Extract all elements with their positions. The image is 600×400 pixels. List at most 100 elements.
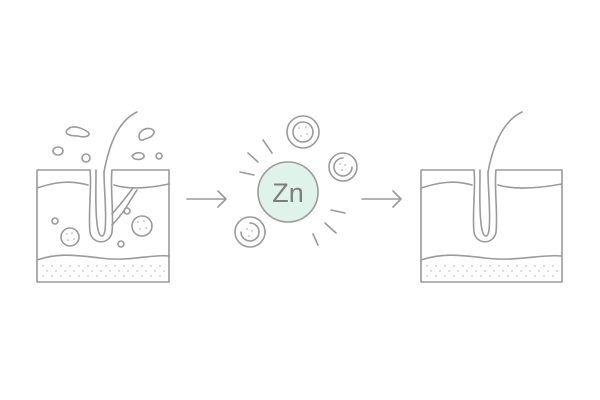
stipple-dot: [448, 270, 450, 272]
stipple-dot: [60, 275, 62, 277]
stipple-dot: [78, 265, 80, 267]
stipple-dot: [516, 275, 518, 277]
stipple-dot: [69, 265, 71, 267]
stipple-dot: [462, 265, 464, 267]
stipple-dot: [453, 265, 455, 267]
stipple-dot: [534, 265, 536, 267]
stipple-dot: [163, 270, 165, 272]
stipple-dot: [453, 275, 455, 277]
bacteria: [60, 227, 80, 247]
stipple-dot: [51, 265, 53, 267]
stipple-dot: [114, 265, 116, 267]
stipple-dot: [55, 270, 57, 272]
stipple-dot: [462, 275, 464, 277]
stipple-dot: [498, 265, 500, 267]
stipple-dot: [150, 265, 152, 267]
stipple-dot: [159, 265, 161, 267]
stipple-dot: [69, 275, 71, 277]
stipple-dot: [141, 265, 143, 267]
stipple-dot: [543, 275, 545, 277]
stipple-dot: [78, 275, 80, 277]
stipple-dot: [123, 265, 125, 267]
stipple-dot: [480, 275, 482, 277]
hair: [487, 111, 523, 173]
stipple-dot: [132, 265, 134, 267]
stipple-dot: [91, 270, 93, 272]
stipple-dot: [132, 275, 134, 277]
zinc-circle: [257, 161, 319, 223]
stipple-dot: [82, 270, 84, 272]
stipple-dot: [100, 270, 102, 272]
stipple-dot: [489, 275, 491, 277]
skin-before: [36, 111, 170, 283]
stipple-dot: [466, 270, 468, 272]
stipple-dot: [105, 265, 107, 267]
stipple-dot: [109, 270, 111, 272]
stipple-dot: [87, 275, 89, 277]
stipple-dot: [552, 265, 554, 267]
stipple-dot: [538, 270, 540, 272]
stipple-dot: [547, 270, 549, 272]
stipple-dot: [136, 270, 138, 272]
stipple-dot: [118, 270, 120, 272]
stipple-dot: [96, 275, 98, 277]
stipple-dot: [42, 265, 44, 267]
arrow-right-icon: [186, 190, 227, 208]
stipple-dot: [127, 270, 129, 272]
hair: [103, 111, 138, 173]
stipple-dot: [525, 275, 527, 277]
stipple-dot: [159, 275, 161, 277]
stipple-dot: [123, 275, 125, 277]
stipple-dot: [42, 275, 44, 277]
stipple-dot: [150, 275, 152, 277]
stipple-dot: [525, 265, 527, 267]
stipple-dot: [520, 270, 522, 272]
stipple-dot: [430, 270, 432, 272]
bacteria: [131, 215, 153, 237]
stipple-dot: [154, 270, 156, 272]
stipple-dot: [489, 265, 491, 267]
stipple-dot: [439, 270, 441, 272]
stipple-dot: [529, 270, 531, 272]
stipple-dot: [516, 265, 518, 267]
stipple-dot: [507, 275, 509, 277]
stipple-dot: [498, 275, 500, 277]
stipple-dot: [51, 275, 53, 277]
stipple-dot: [475, 270, 477, 272]
stipple-dot: [507, 265, 509, 267]
stipple-dot: [105, 275, 107, 277]
stipple-dot: [556, 270, 558, 272]
sebum-droplets: [52, 126, 163, 163]
stipple-dot: [87, 265, 89, 267]
stipple-dot: [484, 270, 486, 272]
stipple-dot: [511, 270, 513, 272]
stipple-dot: [502, 270, 504, 272]
stipple-dot: [426, 265, 428, 267]
stipple-dot: [435, 265, 437, 267]
stipple-dot: [534, 275, 536, 277]
skin-after: [420, 111, 563, 283]
stipple-dot: [493, 270, 495, 272]
stipple-dot: [457, 270, 459, 272]
stipple-dot: [444, 265, 446, 267]
stipple-dot: [60, 265, 62, 267]
stipple-dot: [141, 275, 143, 277]
hair-follicle: [88, 169, 114, 243]
stipple-dot: [145, 270, 147, 272]
stipple-dot: [480, 265, 482, 267]
stipple-dot: [114, 275, 116, 277]
stipple-dot: [471, 265, 473, 267]
stipple-dot: [552, 275, 554, 277]
zinc-center: Zn: [234, 115, 358, 248]
arrow-right-icon: [361, 190, 402, 208]
zinc-label: Zn: [272, 178, 304, 208]
stipple-dot: [543, 265, 545, 267]
stipple-dot: [426, 275, 428, 277]
stipple-dot: [96, 265, 98, 267]
stipple-dot: [73, 270, 75, 272]
stipple-dot: [471, 275, 473, 277]
stipple-dot: [444, 275, 446, 277]
stipple-dot: [64, 270, 66, 272]
stipple-dot: [435, 275, 437, 277]
